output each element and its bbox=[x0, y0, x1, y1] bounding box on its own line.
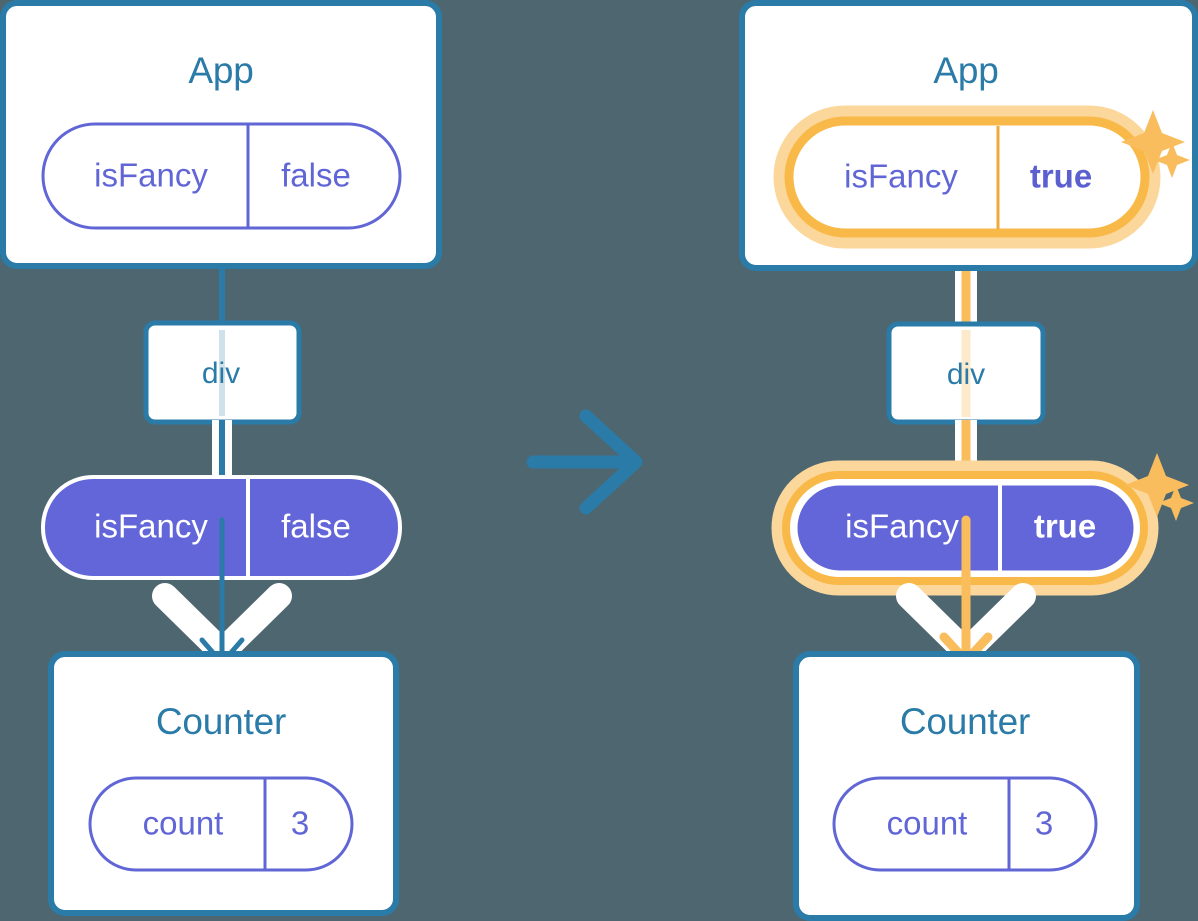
prop-pill-value-left: false bbox=[281, 508, 351, 545]
app-title-right: App bbox=[933, 50, 998, 91]
app-state-pill-highlight-right bbox=[784, 116, 1150, 238]
prop-pill-key-left: isFancy bbox=[94, 508, 208, 545]
sparkle-large-top-icon bbox=[1121, 110, 1185, 174]
div-label-right: div bbox=[947, 358, 985, 391]
app-state-pill-key-left: isFancy bbox=[94, 157, 208, 194]
counter-state-pill-value-right: 3 bbox=[1035, 805, 1053, 842]
counter-state-pill-left bbox=[88, 776, 354, 872]
counter-title-right: Counter bbox=[900, 701, 1030, 742]
prop-flow-arrow-white-left bbox=[152, 583, 292, 665]
app-state-pill-value-left: false bbox=[281, 157, 351, 194]
counter-state-pill-value-left: 3 bbox=[291, 805, 309, 842]
counter-title-left: Counter bbox=[156, 701, 286, 742]
prop-flow-arrow-white-right bbox=[896, 583, 1036, 665]
app-state-pill-key-right: isFancy bbox=[844, 158, 958, 195]
div-label-left: div bbox=[202, 357, 240, 390]
right-arrow-icon bbox=[526, 409, 643, 515]
counter-state-pill-right bbox=[832, 776, 1098, 872]
app-state-pill-value-right: true bbox=[1030, 158, 1092, 195]
counter-state-pill-key-left: count bbox=[143, 805, 224, 842]
prop-pill-value-right: true bbox=[1034, 508, 1096, 545]
app-title-left: App bbox=[188, 50, 253, 91]
prop-pill-key-right: isFancy bbox=[845, 508, 959, 545]
counter-state-pill-key-right: count bbox=[887, 805, 968, 842]
sparkle-small-top-icon bbox=[1154, 142, 1190, 178]
sparkle-small-mid-icon bbox=[1158, 485, 1194, 521]
sparkle-large-mid-icon bbox=[1125, 453, 1189, 517]
app-state-pill-glow-right bbox=[773, 105, 1161, 249]
app-state-pill-left bbox=[41, 122, 402, 230]
